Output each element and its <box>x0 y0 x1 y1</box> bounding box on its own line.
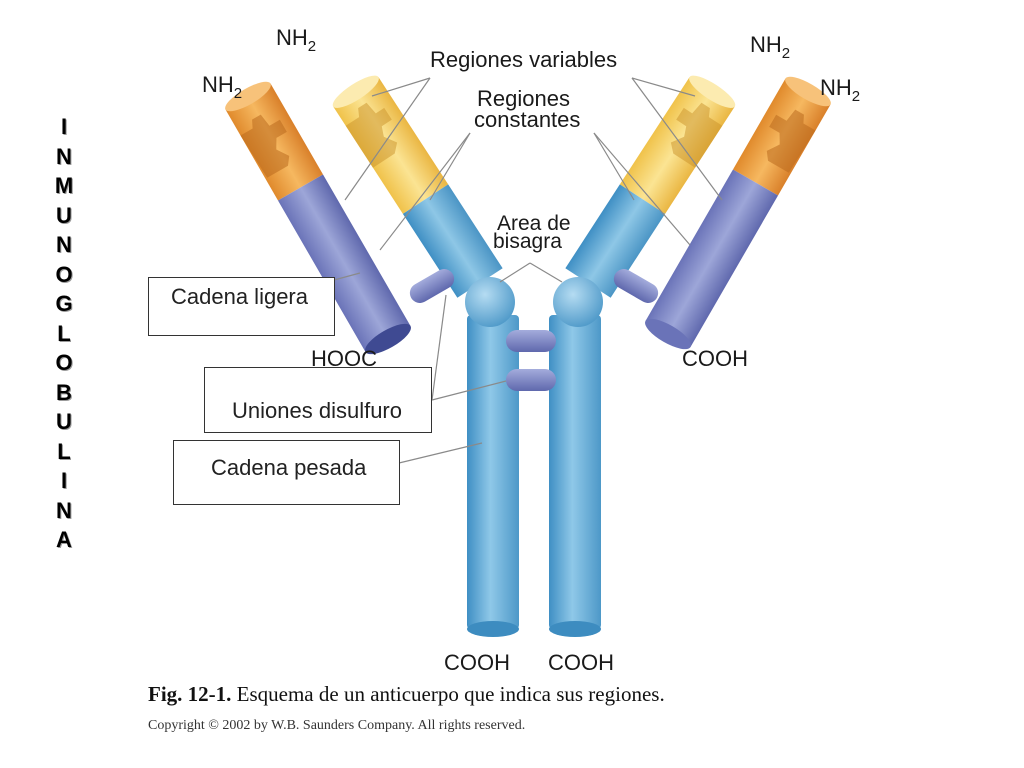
light-chain-right-constant <box>645 169 779 347</box>
heavy-chain-stem-left <box>467 315 519 629</box>
figure-caption-text: Esquema de un anticuerpo que indica sus … <box>231 682 665 706</box>
heavy-chain-arm-right <box>565 75 736 298</box>
label-nh2-top-left: NH2 <box>276 25 316 55</box>
figure-caption: Fig. 12-1. Esquema de un anticuerpo que … <box>148 682 665 707</box>
label-cadena-ligera: Cadena ligera <box>171 284 308 309</box>
label-hooc: HOOC <box>311 346 377 371</box>
vertical-title-letter: U <box>56 202 72 228</box>
label-area-bisagra-line2: bisagra <box>493 230 562 253</box>
label-regiones-variables: Regiones variables <box>430 47 617 72</box>
vertical-title-letter: I <box>60 114 68 139</box>
light-chain-right <box>645 76 831 350</box>
vertical-title-letter: N <box>56 143 72 169</box>
vertical-title-letter: N <box>56 497 72 523</box>
light-chain-left-binding-pocket <box>240 114 290 178</box>
label-nh2-outer-right: NH2 <box>820 75 860 105</box>
label-regiones-constantes-line2: constantes <box>474 107 580 132</box>
label-nh2-outer-left: NH2 <box>202 72 242 102</box>
vertical-title-letter: L <box>57 320 71 346</box>
vertical-title-letter: L <box>57 438 71 464</box>
heavy-chain-stem-right-end <box>549 621 601 637</box>
label-cooh-bottom-right: COOH <box>548 650 614 675</box>
heavy-chain-arm-left-constant <box>402 184 503 298</box>
light-chain-left <box>225 81 411 355</box>
heavy-chain-stem-right <box>549 315 601 629</box>
light-chain-left-constant <box>277 174 411 352</box>
vertical-title-letter: N <box>56 232 72 257</box>
label-cooh-right: COOH <box>682 346 748 371</box>
heavy-chain-arm-left-binding-pocket <box>345 102 398 168</box>
uniones-disulfuro-box: Uniones disulfuro <box>204 367 432 433</box>
vertical-title-letter: G <box>55 291 73 316</box>
heavy-chain-stem-left-end <box>467 621 519 637</box>
hinge-left <box>465 277 515 327</box>
disulfide-bond-light-right <box>613 269 659 303</box>
label-cooh-bottom-left: COOH <box>444 650 510 675</box>
light-chain-right-binding-pocket <box>766 109 816 173</box>
label-nh2-top-right: NH2 <box>750 32 790 62</box>
cadena-pesada-box: Cadena pesada <box>173 440 400 505</box>
leader-lines <box>333 77 723 464</box>
label-regiones-constantes-line1: Regiones <box>477 86 570 111</box>
label-cadena-pesada: Cadena pesada <box>211 455 367 480</box>
vertical-title-letter: U <box>56 409 72 434</box>
figure-number: Fig. 12-1. <box>148 682 232 706</box>
disulfide-bond-heavy-upper <box>506 330 556 352</box>
disulfide-bond-heavy-lower <box>506 369 556 391</box>
heavy-chain-arm-left <box>332 75 503 298</box>
hinge-right <box>553 277 603 327</box>
vertical-title-letter: A <box>56 527 72 552</box>
vertical-title-letter: I <box>60 468 68 493</box>
cadena-ligera-box: Cadena ligera <box>148 277 335 336</box>
heavy-chain-stems <box>467 315 601 637</box>
disulfide-bonds <box>409 269 659 391</box>
heavy-chain-arm-right-constant <box>565 184 666 298</box>
heavy-chain-arm-right-binding-pocket <box>670 102 723 168</box>
label-area-bisagra-line1: Area de <box>497 212 571 235</box>
vertical-title-letter: O <box>55 261 73 287</box>
disulfide-bond-light-left <box>409 269 455 303</box>
copyright-notice: Copyright © 2002 by W.B. Saunders Compan… <box>148 718 526 733</box>
vertical-title-letter: O <box>55 350 73 375</box>
vertical-title-letter: M <box>54 173 74 198</box>
vertical-title-letter: B <box>56 379 72 405</box>
diagram-labels: NH2 NH2 NH2 NH2 Regiones variables Regio… <box>202 25 860 675</box>
label-uniones-disulfuro: Uniones disulfuro <box>232 398 402 423</box>
